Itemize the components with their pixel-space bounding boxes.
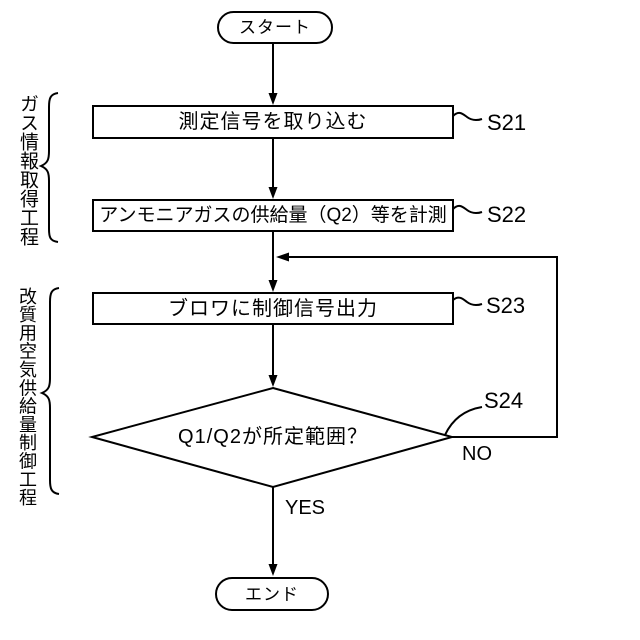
process-text-s22: アンモニアガスの供給量（Q2）等を計測 [99,205,447,226]
arrowhead-feedback [276,252,289,262]
step-ref-s24: S24 [484,388,524,413]
phase-label-air-supply: 改質用空気供給量制御工程 [17,287,37,507]
arrowhead-s24-to-end [268,564,278,576]
arrowhead-start-to-s21 [268,93,278,105]
end-terminator [215,577,329,611]
arrowhead-s21-to-s22 [268,187,278,199]
no-feedback-line [288,256,558,438]
process-text-s23: ブロワに制御信号出力 [168,297,378,320]
phase-brace-gas-info [38,92,59,243]
step-ref-s21: S21 [487,110,527,135]
leader-s22 [452,204,483,215]
start-terminator [217,11,333,44]
step-ref-s22: S22 [487,202,527,227]
leader-s24 [444,406,483,436]
start-label: スタート [239,18,311,37]
process-text-s21: 測定信号を取り込む [178,111,368,133]
phase-brace-air-supply [39,287,60,495]
no-branch-label: NO [462,443,492,465]
step-ref-s23: S23 [486,293,526,318]
leader-s21 [452,111,483,122]
phase-label-gas-info: ガス情報取得工程 [17,94,38,246]
yes-branch-label: YES [285,497,326,519]
leader-s23 [452,296,483,307]
arrowhead-s23-to-s24 [268,375,278,387]
arrowhead-s22-to-s23 [268,280,278,292]
decision-text-s24: Q1/Q2が所定範囲？ [178,426,368,448]
end-label: エンド [245,584,299,604]
